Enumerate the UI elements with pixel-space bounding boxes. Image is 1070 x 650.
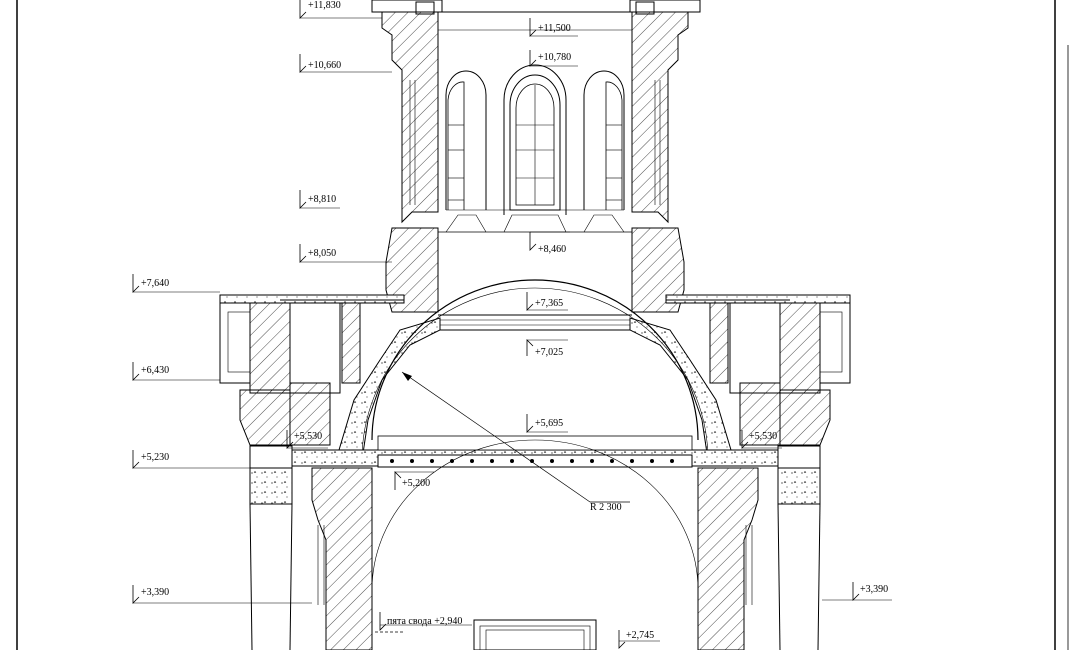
sheet-frame	[16, 0, 1069, 650]
level-marker-7025: +7,025	[526, 339, 568, 358]
level-label: +5,530	[749, 431, 777, 442]
level-label: +7,025	[535, 347, 563, 358]
level-marker-8050: +8,050	[299, 244, 392, 263]
level-label: пята свода +2,940	[387, 616, 462, 627]
side-attic-right	[709, 302, 851, 446]
level-label: +8,810	[308, 194, 336, 205]
level-label: +8,460	[538, 244, 566, 255]
level-label: +11,830	[308, 0, 341, 11]
level-marker-5200: +5,200	[394, 471, 434, 490]
level-marker-7640: +7,640	[132, 274, 220, 293]
drum-windows	[445, 64, 625, 233]
level-label: +5,695	[535, 418, 563, 429]
level-label: +5,530	[294, 431, 322, 442]
level-label: +6,430	[141, 365, 169, 376]
level-marker-6430: +6,430	[132, 362, 220, 381]
level-label: +3,390	[860, 584, 888, 595]
level-label: +11,500	[538, 23, 571, 34]
level-label: +7,365	[535, 298, 563, 309]
level-label: +5,200	[402, 478, 430, 489]
level-marker-7365: +7,365	[526, 292, 568, 311]
radius-leader	[401, 371, 630, 503]
level-marker-11500: +11,500	[529, 18, 578, 37]
level-marker-5695: +5,695	[526, 414, 568, 433]
level-marker-10660: +10,660	[299, 54, 392, 73]
level-marker-11830: +11,830	[299, 0, 382, 19]
level-label: +10,660	[308, 60, 341, 71]
level-marker-3390-left: +3,390	[132, 585, 312, 604]
level-label: +5,230	[141, 452, 169, 463]
radius-label: R 2 300	[590, 502, 622, 513]
level-marker-5530-left: +5,530	[286, 430, 328, 449]
level-label: +10,780	[538, 52, 571, 63]
level-label: +3,390	[141, 587, 169, 598]
level-marker-5230: +5,230	[132, 450, 250, 469]
columns	[249, 503, 821, 650]
level-label: +8,050	[308, 248, 336, 259]
level-label: +7,640	[141, 278, 169, 289]
level-marker-8460: +8,460	[529, 231, 570, 255]
lower-wall-right	[697, 467, 759, 650]
dome-shell	[335, 279, 735, 461]
drum-interior	[409, 29, 661, 331]
lower-wall-left	[311, 467, 373, 650]
level-marker-2745: +2,745	[618, 630, 660, 649]
column-capitals	[249, 445, 821, 505]
level-marker-3390-right: +3,390	[822, 582, 892, 601]
level-marker-2940: пята свода +2,940	[379, 612, 472, 631]
inner-arch	[371, 439, 699, 650]
level-marker-8810: +8,810	[299, 190, 340, 209]
main-cornice	[289, 435, 781, 468]
level-marker-5530-right: +5,530	[741, 430, 782, 449]
side-attic-left	[219, 302, 361, 446]
level-label: +2,745	[626, 630, 654, 641]
level-marker-10780: +10,780	[529, 50, 578, 67]
